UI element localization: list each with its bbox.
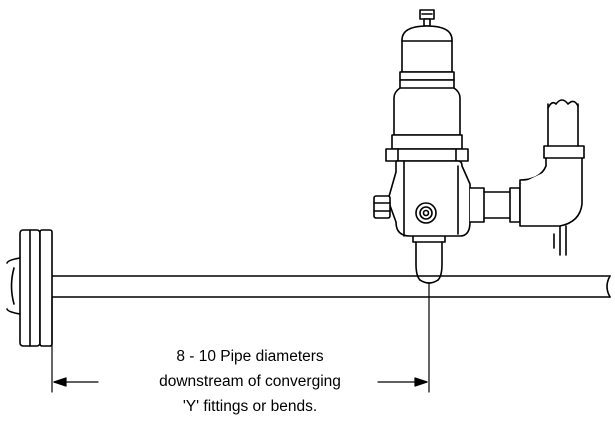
- outlet-elbow: [519, 99, 585, 256]
- relief-valve: [373, 9, 521, 237]
- annotation-line-1: 8 - 10 Pipe diameters: [176, 348, 324, 365]
- pipe-flange: [6, 229, 53, 347]
- annotation-line-2: downstream of converging: [159, 373, 341, 390]
- main-pipe: [51, 275, 611, 298]
- annotation-line-3: 'Y' fittings or bends.: [182, 398, 318, 415]
- dimension-markers: [51, 282, 430, 393]
